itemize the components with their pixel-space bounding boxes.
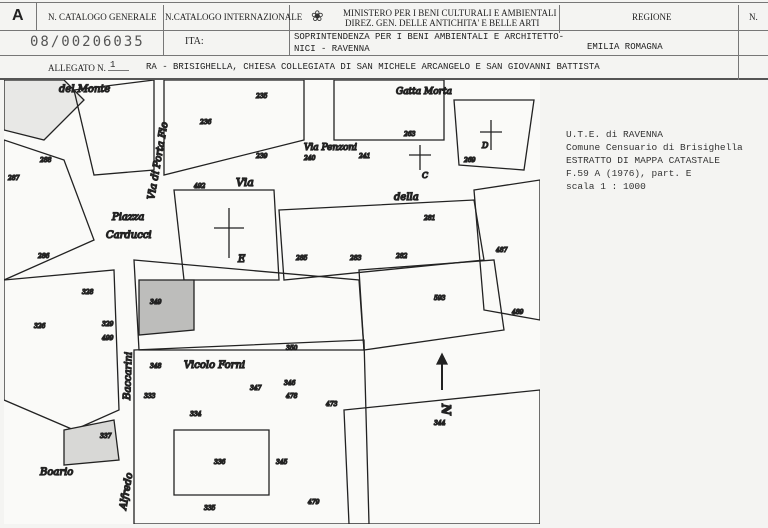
catalogo-internazionale-value: ITA: — [185, 36, 204, 47]
parcel-number: 345 — [276, 459, 288, 466]
n-label: N. — [749, 12, 758, 22]
map-legend: U.T.E. di RAVENNA Comune Censuario di Br… — [566, 128, 743, 193]
street-label: Vicolo Forni — [184, 360, 245, 371]
parcel-number: 269 — [463, 157, 476, 164]
catalogo-generale-value: 08/00206035 — [30, 34, 145, 50]
parcel-number: 346 — [284, 380, 296, 387]
allegato-value: 1 — [108, 60, 130, 71]
parcel-number: 487 — [495, 247, 508, 254]
regione-value: EMILIA ROMAGNA — [587, 42, 663, 52]
allegato-label: ALLEGATO N. — [48, 63, 106, 73]
ministero-line1: MINISTERO PER I BENI CULTURALI E AMBIENT… — [343, 8, 557, 18]
legend-estratto: ESTRATTO DI MAPPA CATASTALE — [566, 155, 720, 166]
street-label: Via — [236, 176, 254, 189]
parcel-number: 333 — [144, 393, 156, 400]
catalog-header: A N. CATALOGO GENERALE N.CATALOGO INTERN… — [0, 0, 768, 80]
parcel-number: 239 — [255, 153, 268, 160]
parcel-number: 337 — [100, 433, 112, 440]
legend-ute: U.T.E. di RAVENNA — [566, 129, 663, 140]
street-label: Alfredo — [118, 472, 135, 512]
catalogo-internazionale-label: N.CATALOGO INTERNAZIONALE — [165, 12, 303, 22]
parcel-number: 287 — [7, 175, 20, 182]
catalogo-generale-label: N. CATALOGO GENERALE — [48, 12, 157, 22]
street-label: Carducci — [106, 230, 152, 241]
parcel-number: 286 — [37, 253, 50, 260]
regione-label: REGIONE — [632, 12, 672, 22]
parcel-number: 489 — [511, 309, 524, 316]
parcel-number: 326 — [34, 323, 46, 330]
parcel-number: 282 — [395, 253, 408, 260]
parcel-numbers: 235 236 239 240 241 263 269 281 283 282 … — [6, 92, 524, 512]
cadastral-map: del Monte Via di Porta Fio Gatta Morta V… — [3, 79, 541, 525]
parcel-number: 241 — [358, 153, 370, 160]
ministero-line2: DIREZ. GEN. DELLE ANTICHITA' E BELLE ART… — [345, 18, 540, 28]
parcel-number: 473 — [325, 401, 338, 408]
north-label: N — [439, 403, 453, 416]
parcel-number: 285 — [295, 255, 308, 262]
subject-title: RA - BRISIGHELLA, CHIESA COLLEGIATA DI S… — [146, 62, 600, 72]
legend-foglio: F.59 A (1976), part. E — [566, 168, 692, 179]
parcel-number: 347 — [250, 385, 262, 392]
street-label: Baccarini — [122, 352, 135, 401]
section-letter: A — [12, 7, 24, 24]
street-label: Gatta Morta — [396, 87, 452, 97]
street-label: Piazza — [111, 212, 144, 223]
street-label: della — [394, 192, 419, 203]
parcel-number: 348 — [150, 363, 162, 370]
parcel-number: 499 — [101, 335, 114, 342]
parcel-number: 240 — [303, 155, 316, 162]
parcel-number: 336 — [214, 459, 226, 466]
street-label: Via Penzoni — [304, 143, 357, 153]
soprintendenza-line1: SOPRINTENDENZA PER I BENI AMBIENTALI E A… — [294, 32, 565, 42]
block-crosses — [214, 120, 502, 258]
parcel-number: 328 — [82, 289, 94, 296]
block-label: C — [422, 171, 428, 180]
parcel-number: 236 — [199, 119, 212, 126]
building-blocks — [3, 79, 541, 525]
parcel-number: 335 — [204, 505, 216, 512]
parcel-number: 479 — [307, 499, 320, 506]
parcel-number: 349 — [150, 299, 162, 306]
legend-scala: scala 1 : 1000 — [566, 181, 646, 192]
parcel-number: 329 — [102, 321, 114, 328]
parcel-number: 492 — [193, 183, 206, 190]
parcel-number: 235 — [255, 93, 268, 100]
north-arrow — [435, 352, 449, 390]
street-label: del Monte — [59, 84, 110, 95]
ministero-emblem-icon: ❀ — [311, 7, 324, 25]
parcel-number: 283 — [349, 255, 362, 262]
parcel-number: 344 — [434, 420, 446, 427]
block-label: D — [481, 141, 489, 150]
street-label: Via di Porta Fio — [146, 121, 170, 200]
legend-comune: Comune Censuario di Brisighella — [566, 142, 743, 153]
parcel-number: 288 — [39, 157, 52, 164]
parcel-number: 263 — [403, 131, 416, 138]
soprintendenza-line2: NICI - RAVENNA — [294, 44, 370, 54]
parcel-number: 334 — [190, 411, 202, 418]
block-label: E — [237, 254, 246, 265]
parcel-number: 350 — [286, 345, 298, 352]
parcel-number: 281 — [423, 215, 435, 222]
street-label: Boario — [39, 467, 73, 478]
parcel-number: 478 — [285, 393, 298, 400]
parcel-number: 593 — [434, 295, 446, 302]
